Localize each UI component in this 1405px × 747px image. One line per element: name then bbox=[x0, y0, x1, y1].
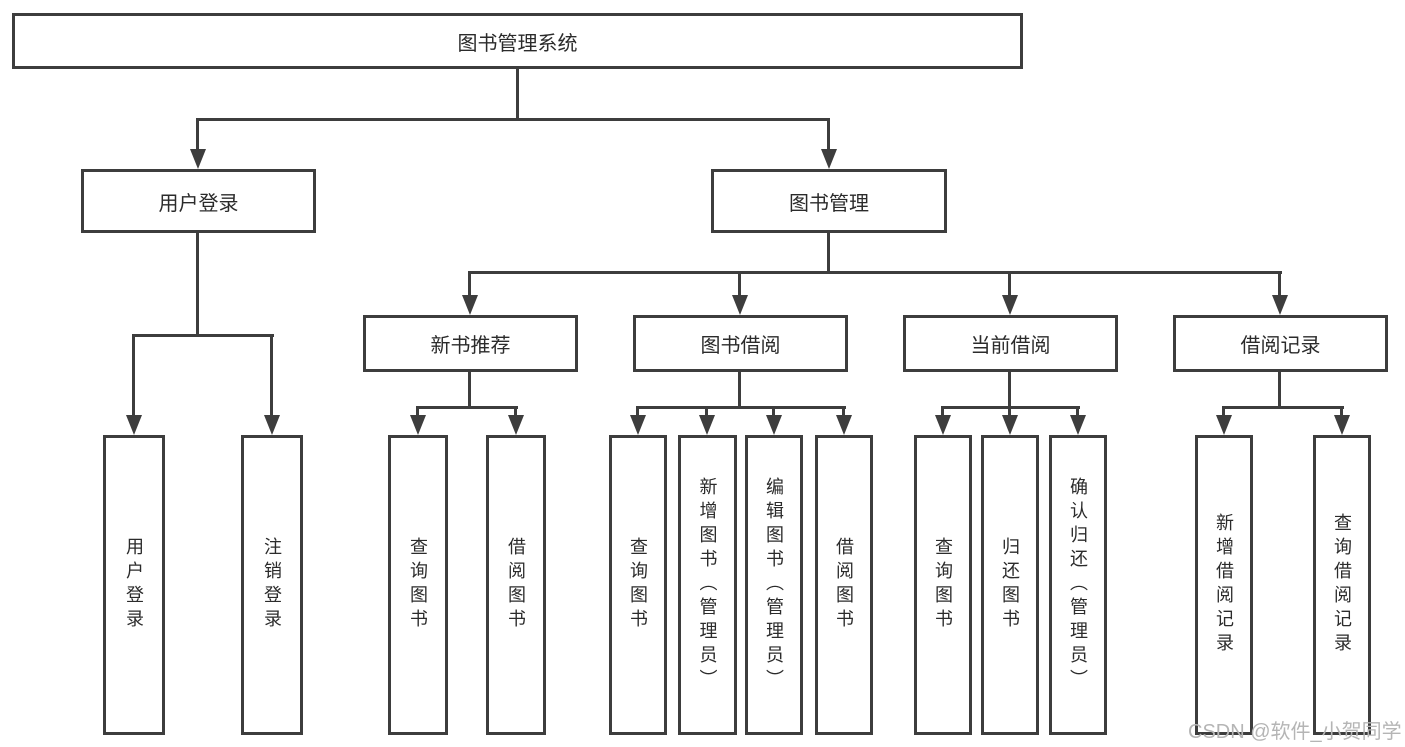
connector-bookmgmt-drop-4 bbox=[1278, 271, 1281, 298]
connector-borrowing-drop-3 bbox=[772, 406, 775, 418]
connector-current-stem bbox=[1008, 372, 1011, 408]
connector-root-drop-right bbox=[827, 118, 830, 152]
arrow-to-newbook-query-books bbox=[410, 415, 426, 435]
leaf-current-return-books-label: 归还图书 bbox=[1000, 537, 1020, 633]
arrow-to-borrowing-borrow-books bbox=[836, 415, 852, 435]
arrow-to-borrowing-records bbox=[1272, 295, 1288, 315]
connector-borrowing-drop-1 bbox=[636, 406, 639, 418]
connector-root-drop-left bbox=[196, 118, 199, 152]
leaf-user-login: 用户登录 bbox=[103, 435, 165, 735]
node-book-management: 图书管理 bbox=[711, 169, 947, 233]
connector-borrowing-bar bbox=[636, 406, 846, 409]
arrow-to-borrowing-add-books bbox=[699, 415, 715, 435]
leaf-newbook-borrow-books-label: 借阅图书 bbox=[506, 537, 526, 633]
leaf-newbook-borrow-books: 借阅图书 bbox=[486, 435, 546, 735]
connector-root-stem bbox=[516, 67, 519, 120]
arrow-to-user-login bbox=[190, 149, 206, 169]
node-borrowing-records: 借阅记录 bbox=[1173, 315, 1388, 372]
arrow-to-current-query-books bbox=[935, 415, 951, 435]
connector-borrowing-drop-2 bbox=[705, 406, 708, 418]
connector-records-stem bbox=[1278, 372, 1281, 408]
node-book-borrowing: 图书借阅 bbox=[633, 315, 848, 372]
leaf-borrowing-borrow-books-label: 借阅图书 bbox=[834, 537, 854, 633]
leaf-current-return-books: 归还图书 bbox=[981, 435, 1039, 735]
connector-newbook-stem bbox=[468, 372, 471, 408]
node-user-login: 用户登录 bbox=[81, 169, 316, 233]
connector-current-drop-2 bbox=[1008, 406, 1011, 418]
leaf-borrowing-add-books-admin-label: 新增图书（管理员） bbox=[697, 477, 718, 693]
connector-records-drop-1 bbox=[1222, 406, 1225, 418]
connector-current-drop-1 bbox=[941, 406, 944, 418]
arrow-to-borrowing-query-books bbox=[630, 415, 646, 435]
arrow-to-records-query-record bbox=[1334, 415, 1350, 435]
leaf-current-confirm-return-admin: 确认归还（管理员） bbox=[1049, 435, 1107, 735]
leaf-records-add-record: 新增借阅记录 bbox=[1195, 435, 1253, 735]
arrow-to-current-borrowing bbox=[1002, 295, 1018, 315]
leaf-current-confirm-return-admin-label: 确认归还（管理员） bbox=[1068, 477, 1088, 693]
connector-newbook-bar bbox=[416, 406, 518, 409]
arrow-to-records-add-record bbox=[1216, 415, 1232, 435]
connector-bookmgmt-drop-2 bbox=[738, 271, 741, 298]
connector-userlogin-drop-2 bbox=[270, 334, 273, 418]
leaf-records-query-record: 查询借阅记录 bbox=[1313, 435, 1371, 735]
connector-bookmgmt-stem bbox=[827, 233, 830, 273]
connector-root-bar bbox=[196, 118, 830, 121]
leaf-borrowing-query-books: 查询图书 bbox=[609, 435, 667, 735]
watermark: CSDN @软件_小贺同学 bbox=[1188, 721, 1402, 743]
leaf-borrowing-edit-books-admin: 编辑图书（管理员） bbox=[745, 435, 803, 735]
leaf-user-login-label: 用户登录 bbox=[124, 537, 144, 633]
arrow-to-leaf-user-login bbox=[126, 415, 142, 435]
arrow-to-current-confirm-return bbox=[1070, 415, 1086, 435]
connector-userlogin-stem bbox=[196, 233, 199, 336]
leaf-records-query-record-label: 查询借阅记录 bbox=[1332, 513, 1352, 657]
leaf-logout: 注销登录 bbox=[241, 435, 303, 735]
arrow-to-current-return-books bbox=[1002, 415, 1018, 435]
arrow-to-book-management bbox=[821, 149, 837, 169]
connector-userlogin-drop-1 bbox=[132, 334, 135, 418]
leaf-newbook-query-books: 查询图书 bbox=[388, 435, 448, 735]
connector-records-bar bbox=[1222, 406, 1344, 409]
leaf-newbook-query-books-label: 查询图书 bbox=[408, 537, 428, 633]
leaf-borrowing-query-books-label: 查询图书 bbox=[628, 537, 648, 633]
leaf-borrowing-borrow-books: 借阅图书 bbox=[815, 435, 873, 735]
leaf-borrowing-add-books-admin: 新增图书（管理员） bbox=[678, 435, 737, 735]
connector-borrowing-drop-4 bbox=[842, 406, 845, 418]
node-new-book-recommendation: 新书推荐 bbox=[363, 315, 578, 372]
connector-userlogin-bar bbox=[132, 334, 274, 337]
arrow-to-book-borrowing bbox=[732, 295, 748, 315]
connector-newbook-drop-1 bbox=[416, 406, 419, 418]
arrow-to-borrowing-edit-books bbox=[766, 415, 782, 435]
leaf-current-query-books-label: 查询图书 bbox=[933, 537, 953, 633]
leaf-records-add-record-label: 新增借阅记录 bbox=[1214, 513, 1234, 657]
arrow-to-new-book-recommendation bbox=[462, 295, 478, 315]
leaf-current-query-books: 查询图书 bbox=[914, 435, 972, 735]
node-library-management-system: 图书管理系统 bbox=[12, 13, 1023, 69]
node-current-borrowing: 当前借阅 bbox=[903, 315, 1118, 372]
connector-bookmgmt-drop-3 bbox=[1008, 271, 1011, 298]
arrow-to-newbook-borrow-books bbox=[508, 415, 524, 435]
connector-bookmgmt-bar bbox=[468, 271, 1282, 274]
connector-bookmgmt-drop-1 bbox=[468, 271, 471, 298]
leaf-borrowing-edit-books-admin-label: 编辑图书（管理员） bbox=[764, 477, 784, 693]
connector-borrowing-stem bbox=[738, 372, 741, 408]
connector-current-drop-3 bbox=[1076, 406, 1079, 418]
connector-newbook-drop-2 bbox=[514, 406, 517, 418]
arrow-to-leaf-logout bbox=[264, 415, 280, 435]
leaf-logout-label: 注销登录 bbox=[262, 537, 282, 633]
connector-records-drop-2 bbox=[1340, 406, 1343, 418]
